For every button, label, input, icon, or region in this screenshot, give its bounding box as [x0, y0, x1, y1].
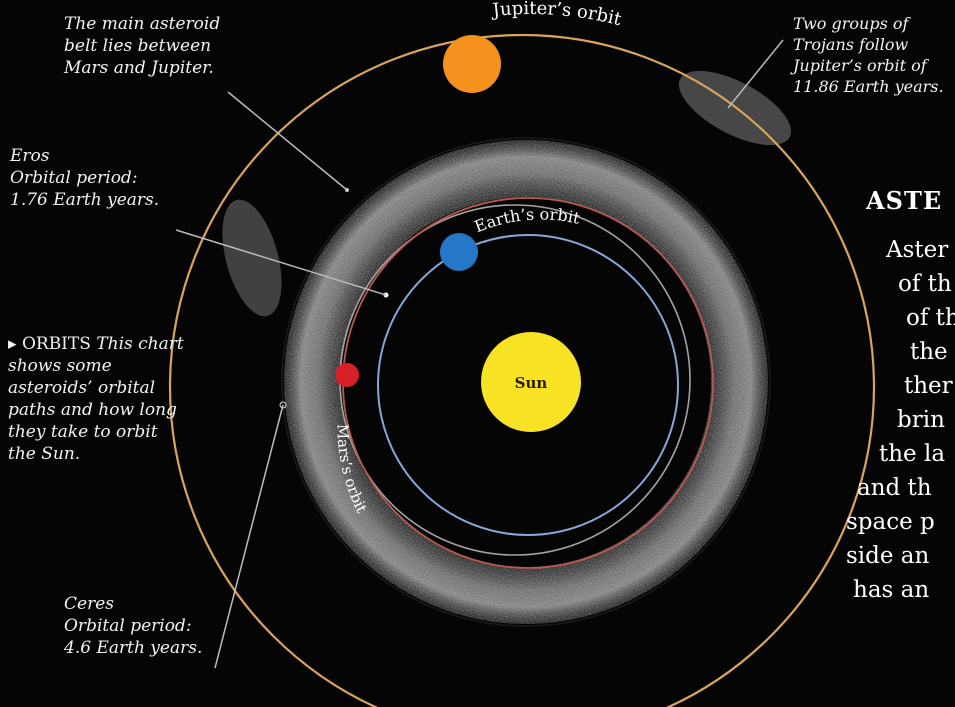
ceres-orbit: [281, 137, 771, 627]
side-panel-line: the: [910, 339, 948, 365]
side-panel-title: ASTE: [866, 186, 943, 215]
side-panel-line: side an: [846, 543, 930, 569]
mars: [335, 363, 359, 387]
side-panel-line: of th: [906, 305, 955, 331]
ceres-annotation: Ceres Orbital period: 4.6 Earth years.: [64, 594, 203, 658]
side-panel-line: the la: [879, 441, 946, 467]
side-panel-line: space p: [846, 509, 935, 535]
earth: [440, 233, 478, 271]
ceres-leader-line: [214, 404, 284, 669]
trojan-group-left: [222, 199, 282, 317]
orbits-keyword: ORBITS: [21, 334, 91, 354]
sun-label: Sun: [515, 374, 548, 392]
eros-annotation: Eros Orbital period: 1.76 Earth years.: [10, 146, 160, 210]
trojan-leader-line: [727, 39, 784, 109]
jupiter: [443, 35, 501, 93]
trojans-annotation: Two groups of Trojans follow Jupiter’s o…: [793, 14, 944, 96]
earth-orbit: [377, 234, 679, 536]
orbits-caption: ▸ ORBITS This chart shows some asteroids…: [8, 333, 186, 465]
side-panel-line: ther: [904, 373, 953, 399]
side-panel-line: Aster: [886, 237, 949, 263]
eros-leader-line: [175, 229, 387, 296]
belt-leader-line: [227, 91, 348, 191]
side-panel-line: brin: [897, 407, 945, 433]
orbits-description: This chart shows some asteroids’ orbital…: [8, 334, 184, 464]
triangle-bullet-icon: ▸: [8, 334, 17, 354]
side-panel-line: has an: [853, 577, 930, 603]
main-belt-annotation: The main asteroid belt lies between Mars…: [64, 14, 221, 78]
side-panel-line: of th: [898, 271, 952, 297]
side-panel-line: and th: [857, 475, 932, 501]
sun: [481, 332, 581, 432]
jupiter-orbit: [169, 34, 875, 707]
